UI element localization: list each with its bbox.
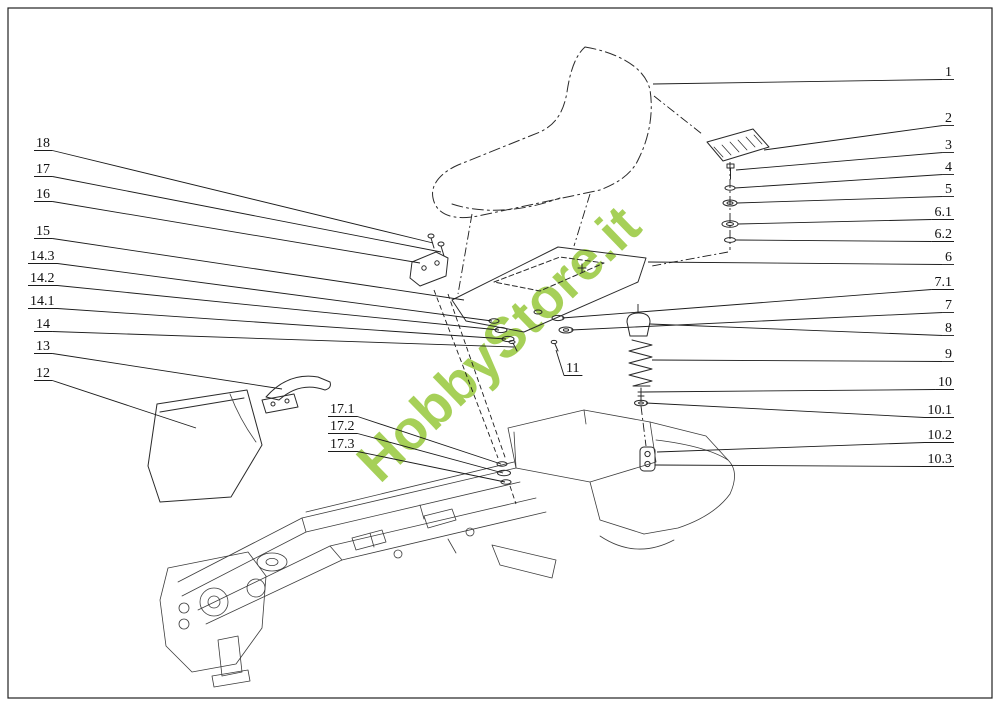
- leader-line-8: [649, 323, 943, 336]
- part-label-18: 18: [36, 136, 50, 151]
- leader-line-17: [52, 176, 442, 253]
- part-label-7.1: 7.1: [935, 275, 953, 290]
- leader-line-7.1: [561, 289, 932, 319]
- part-label-8: 8: [945, 321, 952, 336]
- leader-line-16: [52, 201, 421, 264]
- leader-line-9: [651, 359, 943, 362]
- part-label-17.3: 17.3: [330, 437, 355, 452]
- part-label-15: 15: [36, 224, 50, 239]
- part-label-11: 11: [566, 361, 579, 376]
- leader-line-3: [735, 152, 943, 171]
- leader-line-7: [570, 312, 943, 331]
- part-label-10.3: 10.3: [928, 452, 953, 467]
- part-label-6: 6: [945, 250, 952, 265]
- part-label-5: 5: [945, 182, 952, 197]
- fender-panel: [147, 389, 263, 503]
- leader-line-14.2: [57, 285, 500, 331]
- leader-line-6.2: [735, 239, 932, 242]
- part-label-2: 2: [945, 111, 952, 126]
- leader-line-6.1: [737, 219, 932, 225]
- page-border: [7, 7, 993, 699]
- mount-sleeve: [639, 446, 656, 472]
- part-label-6.2: 6.2: [935, 227, 953, 242]
- clamp-bracket: [261, 375, 331, 414]
- part-label-14.3: 14.3: [30, 249, 55, 264]
- part-label-3: 3: [945, 138, 952, 153]
- part-label-14.2: 14.2: [30, 271, 55, 286]
- leader-line-14: [52, 331, 515, 348]
- seat-rail-bracket: [706, 128, 770, 162]
- part-label-17: 17: [36, 162, 50, 177]
- part-label-13: 13: [36, 339, 50, 354]
- leader-line-2: [763, 125, 943, 151]
- leader-line-5: [736, 196, 943, 204]
- leader-line-11: [555, 349, 565, 376]
- part-label-14: 14: [36, 317, 50, 332]
- leader-line-10: [642, 389, 936, 393]
- leader-line-17.2: [357, 433, 504, 474]
- leader-line-12: [52, 380, 197, 429]
- seat-plate: [451, 246, 647, 333]
- part-label-7: 7: [945, 298, 952, 313]
- leader-line-17.3: [357, 451, 506, 483]
- leader-line-1: [652, 79, 943, 85]
- leader-line-6: [647, 261, 943, 265]
- leader-line-14.1: [57, 308, 507, 340]
- leader-line-14.3: [57, 263, 493, 322]
- leader-line-4: [734, 174, 943, 189]
- callout-labels: 123456.16.267.17891010.110.210.318171615…: [28, 65, 954, 483]
- spring-assembly: [626, 312, 653, 407]
- leader-line-18: [52, 150, 434, 244]
- part-label-16: 16: [36, 187, 50, 202]
- leader-line-15: [52, 238, 465, 301]
- seat-outline: [432, 46, 652, 219]
- part-label-10: 10: [938, 375, 952, 390]
- chassis: [159, 409, 735, 688]
- part-label-10.2: 10.2: [928, 428, 953, 443]
- part-label-10.1: 10.1: [928, 403, 953, 418]
- leader-line-10.3: [654, 464, 925, 467]
- leader-line-13: [52, 353, 283, 390]
- part-label-1: 1: [945, 65, 952, 80]
- construction-lines: [433, 95, 731, 505]
- leader-line-10.1: [645, 402, 925, 418]
- part-label-17.1: 17.1: [330, 402, 355, 417]
- part-label-9: 9: [945, 347, 952, 362]
- lower-washer-stack: [496, 461, 512, 485]
- part-label-17.2: 17.2: [330, 419, 355, 434]
- part-label-4: 4: [945, 160, 952, 175]
- part-label-6.1: 6.1: [935, 205, 953, 220]
- leader-line-17.1: [357, 416, 502, 465]
- part-label-12: 12: [36, 366, 50, 381]
- leader-line-10.2: [656, 442, 925, 453]
- part-label-14.1: 14.1: [30, 294, 55, 309]
